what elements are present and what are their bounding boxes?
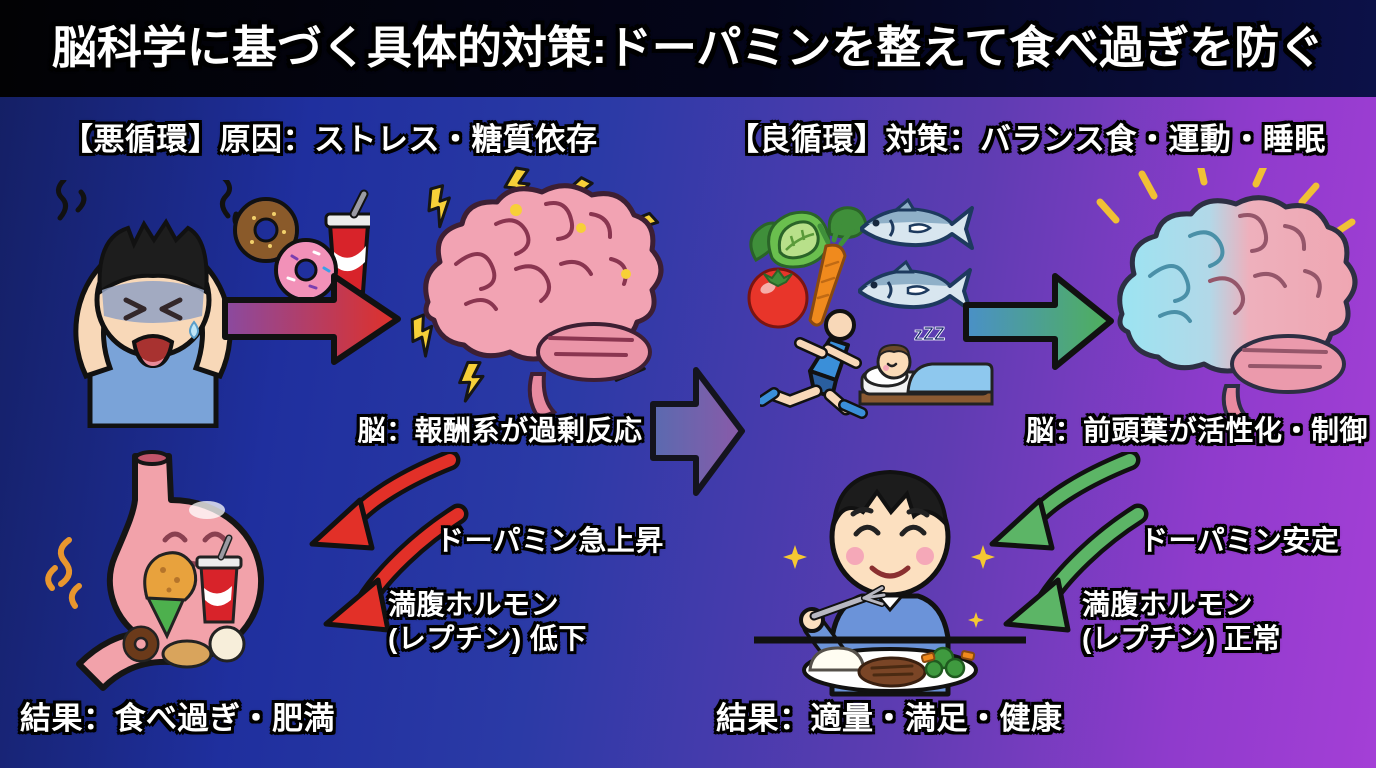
runner-icon	[760, 305, 870, 425]
page-title: 脳科学に基づく具体的対策:ドーパミンを整えて食べ過ぎを防ぐ	[51, 22, 1325, 74]
leptin-normal-label: 満腹ホルモン (レプチン) 正常	[1082, 589, 1281, 655]
sleep-zzz-text: zZZ	[914, 324, 945, 344]
calm-brain-icon	[1086, 168, 1374, 420]
vegetables-icon	[742, 200, 874, 338]
good-cycle-heading: 【良循環】対策：バランス食・運動・睡眠	[728, 122, 1326, 157]
leptin-down-label: 満腹ホルモン (レプチン) 低下	[388, 589, 587, 655]
bad-cycle-heading: 【悪循環】原因：ストレス・糖質依存	[62, 122, 598, 157]
happy-eating-person-icon	[740, 442, 1040, 708]
green-arrow-icon	[963, 268, 1115, 376]
stressed-person-icon	[38, 180, 268, 428]
title-bar: 脳科学に基づく具体的対策:ドーパミンを整えて食べ過ぎを防ぐ	[0, 0, 1376, 97]
green-curved-arrows-icon	[982, 452, 1152, 667]
fish-pair-icon	[852, 198, 980, 318]
dopamine-spike-label: ドーパミン急上昇	[436, 525, 664, 556]
red-curved-arrows-icon	[302, 452, 472, 667]
good-brain-label: 脳：前頭葉が活性化・制御	[1025, 415, 1368, 446]
good-result-label: 結果：適量・満足・健康	[716, 701, 1063, 736]
bad-result-label: 結果：食べ過ぎ・肥満	[20, 701, 335, 736]
transition-arrow-icon	[650, 362, 746, 502]
overstimulated-brain-icon	[392, 166, 680, 418]
junk-food-stomach-icon	[35, 448, 290, 706]
red-arrow-icon	[222, 270, 402, 368]
sleeping-person-icon: zZZ	[852, 300, 1002, 412]
bad-brain-label: 脳：報酬系が過剰反応	[357, 415, 643, 446]
dopamine-stable-label: ドーパミン安定	[1140, 525, 1340, 556]
